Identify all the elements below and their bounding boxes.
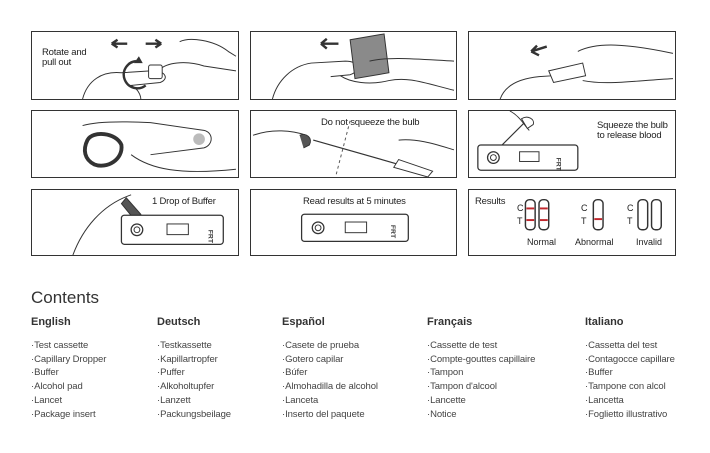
step-panel-buffer: FRT 1 Drop of Buffer (31, 189, 239, 256)
cassette-brand: FRT (389, 225, 396, 239)
list-item: Alkoholtupfer (157, 380, 231, 394)
list-item: Buffer (585, 366, 675, 380)
list-item: Casete de prueba (282, 339, 378, 353)
contents-title: Contents (31, 288, 100, 307)
list-item: Búfer (282, 366, 378, 380)
list-item: Buffer (31, 366, 106, 380)
result-abnormal-t: T (581, 216, 587, 226)
step-panel-apply-blood: FRT Squeeze the bulb to release blood (468, 110, 676, 178)
result-normal-label: Normal (527, 237, 557, 247)
list-item: Tampon (427, 366, 535, 380)
cassette-brand: FRT (554, 158, 561, 172)
result-abnormal-c: C (581, 203, 588, 213)
list-item: Packungsbeilage (157, 408, 231, 422)
result-invalid-label: Invalid (636, 237, 663, 247)
rotate-instruction: Rotate and pull out (42, 47, 87, 68)
list-item: Tampone con alcol (585, 380, 675, 394)
list-item: Contagocce capillare (585, 353, 675, 367)
language-heading: Italiano (585, 316, 624, 328)
list-item: Inserto del paquete (282, 408, 378, 422)
list-item: Package insert (31, 408, 106, 422)
contents-column-english: English Test cassette Capillary Dropper … (31, 316, 106, 421)
list-item: Alcohol pad (31, 380, 106, 394)
result-invalid-t: T (627, 216, 633, 226)
squeeze-instruction: Squeeze the bulb to release blood (597, 120, 668, 141)
language-heading: English (31, 316, 71, 328)
result-normal-c: C (517, 203, 524, 213)
list-item: Gotero capilar (282, 353, 378, 367)
language-heading: Deutsch (157, 316, 201, 328)
list-item: Testkassette (157, 339, 231, 353)
no-squeeze-warning: Do not squeeze the bulb (321, 117, 420, 128)
list-item: Cassetta del test (585, 339, 675, 353)
contents-column-espanol: Español Casete de prueba Gotero capilar … (282, 316, 378, 421)
list-item: Almohadilla de alcohol (282, 380, 378, 394)
results-heading: Results (475, 196, 506, 207)
language-heading: Español (282, 316, 325, 328)
buffer-instruction: 1 Drop of Buffer (152, 196, 216, 207)
list-item: Lancetta (585, 394, 675, 408)
result-abnormal-label: Abnormal (575, 237, 614, 247)
list-item: Kapillartropfer (157, 353, 231, 367)
list-item: Notice (427, 408, 535, 422)
step-panel-uncap (468, 31, 676, 100)
rotate-illustration (82, 38, 237, 99)
list-item: Lancet (31, 394, 106, 408)
list-item: Foglietto illustrativo (585, 408, 675, 422)
read-instruction: Read results at 5 minutes (303, 196, 406, 207)
list-item: Puffer (157, 366, 231, 380)
list-item: Lancette (427, 394, 535, 408)
step-panel-prick (31, 110, 239, 178)
list-item: Cassette de test (427, 339, 535, 353)
cassette-brand: FRT (207, 230, 214, 244)
step-panel-results: Results C T C T C T Normal Abnormal Inva… (468, 189, 676, 256)
step-panel-clean (250, 31, 457, 100)
finger-prick-illustration (82, 121, 236, 172)
list-item: Capillary Dropper (31, 353, 106, 367)
step-panel-read: FRT Read results at 5 minutes (250, 189, 457, 256)
list-item: Lanceta (282, 394, 378, 408)
contents-column-francais: Français Cassette de test Compte-gouttes… (427, 316, 535, 421)
language-heading: Français (427, 316, 473, 328)
contents-column-italiano: Italiano Cassetta del test Contagocce ca… (585, 316, 675, 421)
read-cassette-illustration: FRT (300, 213, 409, 243)
dropper-collect-illustration (252, 120, 455, 177)
lancet-illustration (499, 44, 674, 99)
result-invalid-c: C (627, 203, 634, 213)
step-panel-collect: Do not squeeze the bulb (250, 110, 457, 178)
list-item: Lanzett (157, 394, 231, 408)
list-item: Test cassette (31, 339, 106, 353)
result-normal-t: T (517, 216, 523, 226)
list-item: Tampon d'alcool (427, 380, 535, 394)
list-item: Compte-gouttes capillaire (427, 353, 535, 367)
alcohol-pad-illustration (271, 33, 455, 99)
results-illustration (524, 198, 662, 231)
step-panel-rotate: Rotate and pull out (31, 31, 239, 100)
contents-column-deutsch: Deutsch Testkassette Kapillartropfer Puf… (157, 316, 231, 421)
buffer-drop-illustration: FRT (72, 194, 224, 255)
apply-blood-illustration: FRT (477, 111, 579, 172)
